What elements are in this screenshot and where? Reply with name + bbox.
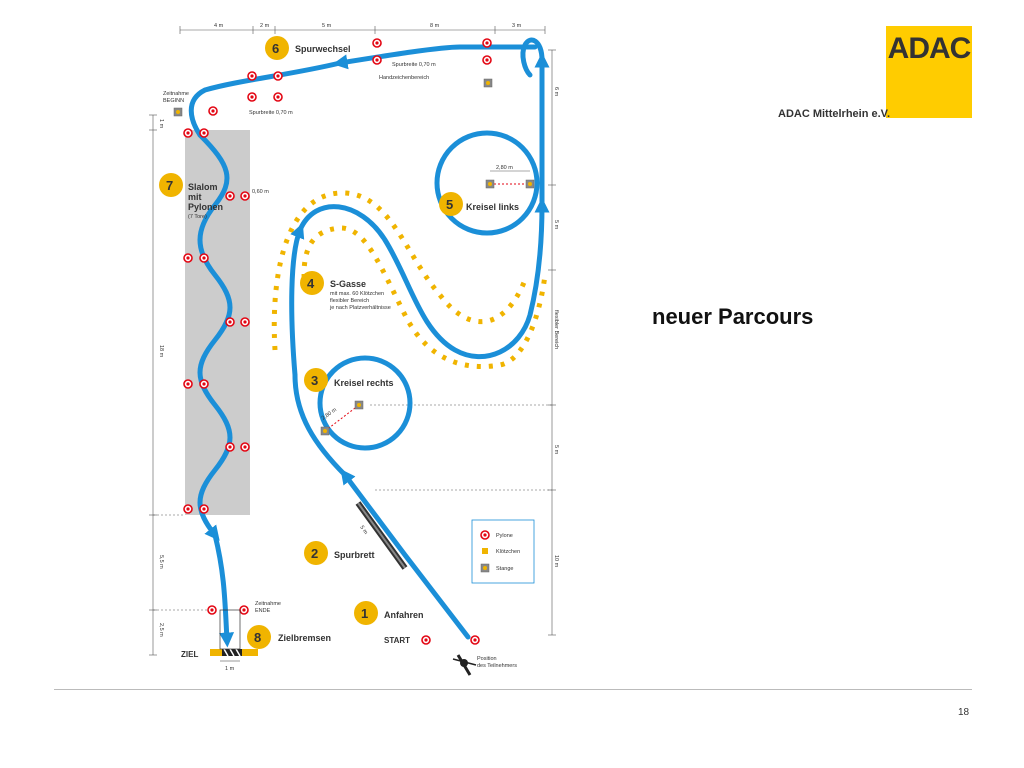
dim-right-3: flexibler Bereich xyxy=(553,310,559,349)
station-3: 3 Kreisel rechts xyxy=(304,368,394,392)
svg-text:Anfahren: Anfahren xyxy=(384,610,424,620)
finish-line xyxy=(210,609,258,662)
handzeichen-label: Handzeichenbereich xyxy=(379,75,429,81)
legend-pole: Stange xyxy=(496,566,513,572)
dim-top-4: 8 m xyxy=(430,23,440,29)
start-label: START xyxy=(384,636,410,645)
course-svg: 4 m 2 m 5 m 8 m 3 m 1 m 18 m 5,5 m 2,5 m xyxy=(149,23,559,676)
dim-top-2: 2 m xyxy=(260,23,270,29)
zeit-ende-label-2: ENDE xyxy=(255,608,271,614)
svg-text:Kreisel links: Kreisel links xyxy=(466,202,519,212)
dim-top-3: 5 m xyxy=(322,23,332,29)
page-number: 18 xyxy=(958,707,970,718)
dimension-right xyxy=(370,49,556,636)
station-2: 2 Spurbrett xyxy=(304,541,375,565)
dim-right-2: 5 m xyxy=(553,220,559,230)
logo-subtitle: ADAC Mittelrhein e.V. xyxy=(778,108,891,120)
svg-text:6: 6 xyxy=(272,41,279,56)
dimension-top xyxy=(179,26,546,34)
kreisel5-width-label: 2,80 m xyxy=(496,165,513,171)
slalom-gap-label: 0,60 m xyxy=(252,189,269,195)
legend-block: Klötzchen xyxy=(496,549,520,555)
dim-bottom: 1 m xyxy=(225,666,235,672)
slide-title: neuer Parcours xyxy=(652,304,814,329)
kreisel3-width-label: 2,80 m xyxy=(321,407,339,422)
svg-text:mit: mit xyxy=(188,192,202,202)
svg-text:5: 5 xyxy=(446,197,453,212)
svg-text:3: 3 xyxy=(311,373,318,388)
spurbreite-top-label: Spurbreite 0,70 m xyxy=(392,62,436,68)
position-label-2: des Teilnehmers xyxy=(477,663,517,669)
position-label-1: Position xyxy=(477,656,497,662)
rider-icon xyxy=(452,654,477,676)
zeit-ende-label-1: Zeitnahme xyxy=(255,601,281,607)
svg-text:Kreisel rechts: Kreisel rechts xyxy=(334,378,394,388)
station-7: 7 Slalom mit Pylonen (7 Tore) xyxy=(159,173,223,220)
dim-left-2: 18 m xyxy=(158,345,164,358)
dim-right-1: 6 m xyxy=(553,87,559,97)
svg-text:Zielbremsen: Zielbremsen xyxy=(278,633,331,643)
svg-text:2: 2 xyxy=(311,546,318,561)
svg-text:je nach Platzverhältnisse: je nach Platzverhältnisse xyxy=(329,305,391,311)
svg-text:1: 1 xyxy=(361,606,368,621)
station-8: 8 Zielbremsen xyxy=(247,625,331,649)
svg-text:(7 Tore): (7 Tore) xyxy=(188,214,207,220)
station-4: 4 S-Gasse mit max. 60 Klötzchen flexible… xyxy=(300,271,391,311)
dim-top-5: 3 m xyxy=(512,23,522,29)
spurbrett-board xyxy=(355,501,408,570)
logo-text: ADAC xyxy=(887,32,972,65)
spurbrett-len-label: 5 m xyxy=(358,525,368,536)
slalom-area xyxy=(185,130,250,515)
zeit-beginn-label-1: Zeitnahme xyxy=(163,91,189,97)
course-track xyxy=(188,37,550,648)
station-1: 1 Anfahren xyxy=(354,601,424,625)
dim-left-3: 5,5 m xyxy=(158,555,164,569)
course-diagram: 4 m 2 m 5 m 8 m 3 m 1 m 18 m 5,5 m 2,5 m xyxy=(140,15,570,685)
ziel-label: ZIEL xyxy=(181,650,198,659)
legend: Pylone Klötzchen Stange xyxy=(471,519,535,584)
dimension-left xyxy=(149,114,210,656)
svg-text:Slalom: Slalom xyxy=(188,182,218,192)
footer-divider xyxy=(54,689,972,690)
svg-text:4: 4 xyxy=(307,276,315,291)
svg-text:8: 8 xyxy=(254,630,261,645)
svg-text:Spurbrett: Spurbrett xyxy=(334,550,375,560)
adac-logo: ADAC xyxy=(886,26,972,118)
svg-text:7: 7 xyxy=(166,178,173,193)
svg-text:mit max. 60 Klötzchen: mit max. 60 Klötzchen xyxy=(330,291,384,297)
dim-left-4: 2,5 m xyxy=(158,623,164,637)
station-5: 5 Kreisel links xyxy=(439,192,519,216)
svg-text:S-Gasse: S-Gasse xyxy=(330,279,366,289)
block-icon xyxy=(482,548,488,554)
dim-left-1: 1 m xyxy=(158,119,164,129)
svg-text:Pylonen: Pylonen xyxy=(188,202,223,212)
station-6: 6 Spurwechsel xyxy=(265,36,351,60)
svg-text:flexibler Bereich: flexibler Bereich xyxy=(330,298,369,304)
dim-right-5: 10 m xyxy=(553,555,559,568)
zeit-beginn-label-2: BEGINN xyxy=(163,98,184,104)
s-gasse-blocks xyxy=(271,190,548,370)
dim-top-1: 4 m xyxy=(214,23,224,29)
svg-text:Spurwechsel: Spurwechsel xyxy=(295,44,351,54)
dim-right-4: 5 m xyxy=(553,445,559,455)
spurbreite-left-label: Spurbreite 0,70 m xyxy=(249,110,293,116)
legend-pylon: Pylone xyxy=(496,533,513,539)
